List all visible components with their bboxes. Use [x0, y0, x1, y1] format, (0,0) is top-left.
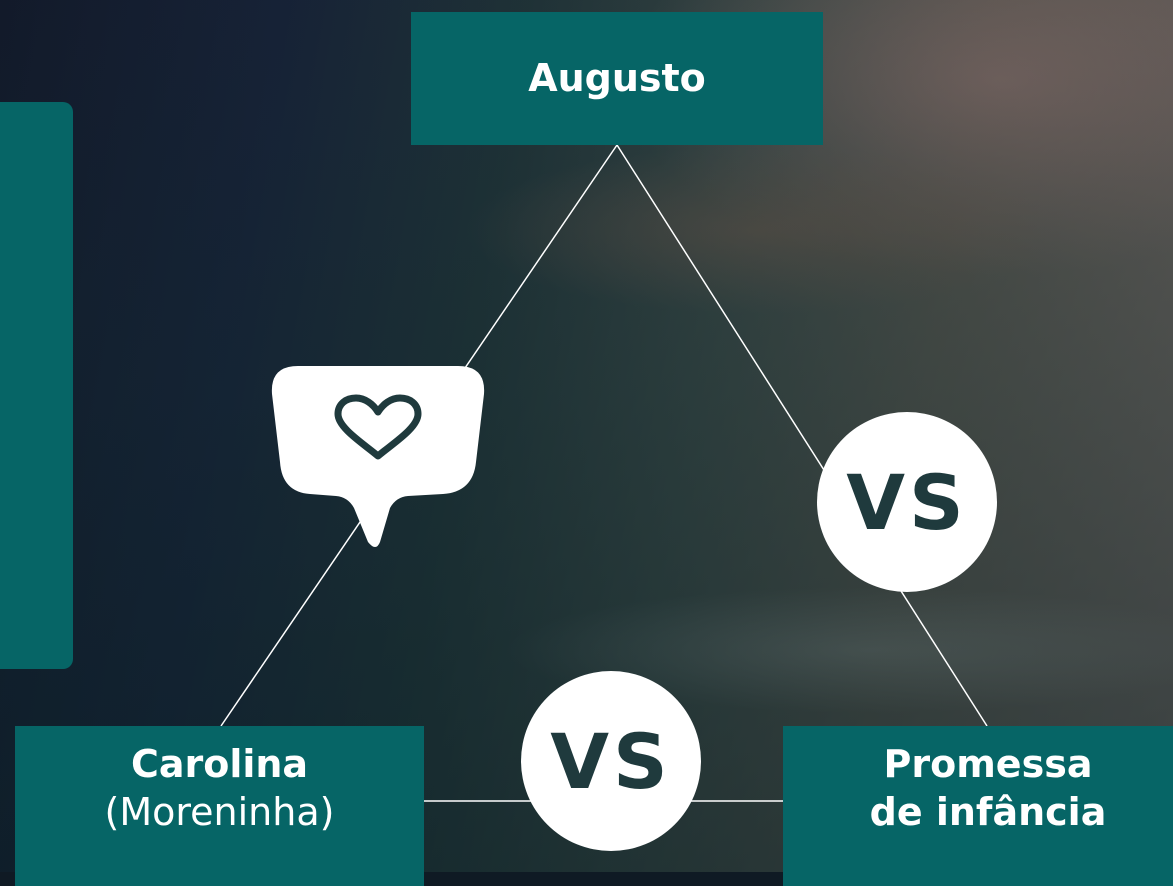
- node-promessa-line1: Promessa: [883, 742, 1093, 787]
- side-panel: [0, 102, 73, 669]
- vs-badge-bottom: VS: [521, 671, 701, 851]
- vs-badge-bottom-label: VS: [550, 716, 672, 806]
- vs-badge-right-label: VS: [846, 457, 968, 547]
- heart-speech-bubble-icon: [268, 362, 488, 556]
- node-carolina-sublabel: (Moreninha): [104, 790, 335, 834]
- node-carolina-label: Carolina: [130, 742, 309, 787]
- node-promessa-line2: de infância: [869, 790, 1107, 834]
- edge-right: [616, 144, 988, 727]
- node-augusto-label: Augusto: [528, 55, 706, 100]
- node-augusto: Augusto: [411, 12, 823, 145]
- node-promessa: Promessa de infância: [783, 726, 1173, 886]
- heart-icon: [334, 394, 422, 460]
- node-carolina: Carolina (Moreninha): [15, 726, 424, 886]
- vs-badge-right: VS: [817, 412, 997, 592]
